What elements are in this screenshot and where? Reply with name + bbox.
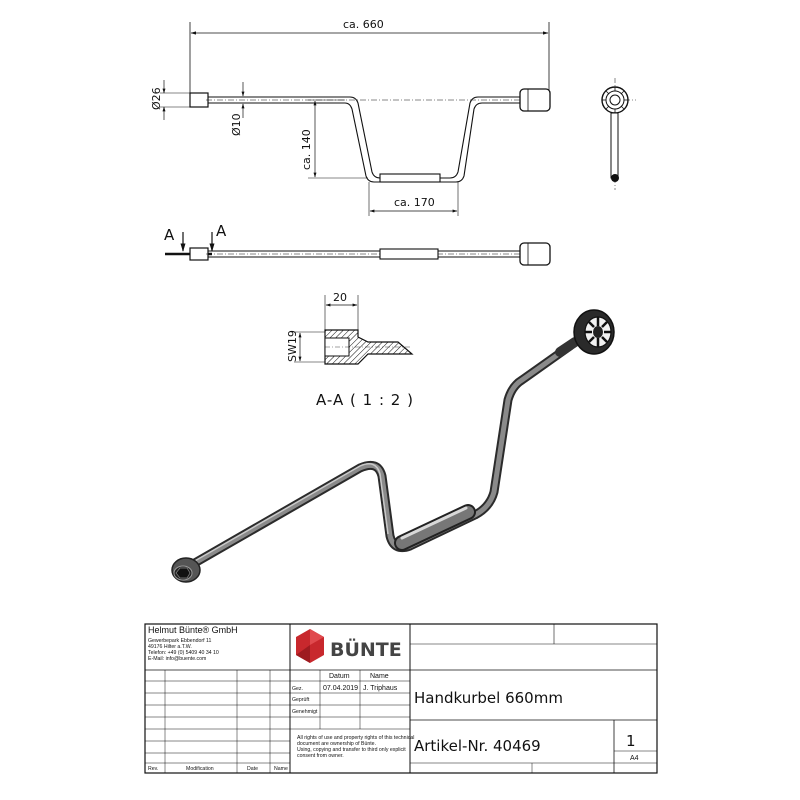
grip-sleeve (379, 173, 441, 183)
footer-name: Name (274, 766, 288, 772)
knob-render (555, 309, 615, 357)
row-genehmigt: Genehmigt (292, 709, 318, 715)
rights-line-4: consent from owner. (297, 753, 344, 759)
side-view (601, 78, 636, 190)
crank-render (171, 309, 615, 583)
rights-line-1: All rights of use and property rights of… (297, 735, 414, 741)
address-line-2: 49176 Hilter a.T.W. (148, 644, 192, 650)
section-view: 20 SW19 A-A ( 1 : 2 ) (286, 291, 414, 409)
section-marker-right: A (216, 222, 227, 240)
footer-date: Date (247, 766, 258, 772)
rights-line-3: Using, copying and transfer to third onl… (297, 747, 406, 753)
col-name: Name (370, 673, 389, 680)
title-block-text: Helmut Bünte® GmbH Gewerbepark Ebbendorf… (148, 625, 639, 772)
gez-name: J. Triphaus (363, 685, 398, 692)
part-title: Handkurbel 660mm (414, 689, 563, 707)
knob (519, 88, 551, 112)
dim-section-sw: SW19 (286, 330, 299, 362)
section-marker-left: A (164, 226, 175, 244)
address-line-3: Telefon: +49 (0) 5409 40 34 10 (148, 650, 219, 656)
dim-section-width: 20 (333, 291, 347, 304)
logo-text: BÜNTE (330, 637, 402, 661)
section-caption: A-A ( 1 : 2 ) (316, 391, 414, 409)
company-name: Helmut Bünte® GmbH (148, 625, 238, 635)
footer-rev: Rev. (148, 766, 158, 772)
address-line-4: E-Mail: info@buente.com (148, 656, 206, 662)
sheet-number: 1 (626, 732, 636, 750)
socket-render (171, 557, 201, 583)
article-number: Artikel-Nr. 40469 (414, 737, 541, 755)
top-view: A A (164, 222, 551, 266)
row-gez: Gez. (292, 686, 303, 692)
dim-rod-diameter: Ø10 (230, 113, 243, 136)
dim-grip-length: ca. 170 (394, 196, 435, 209)
row-geprueft: Geprüft (292, 697, 310, 703)
socket-end (189, 92, 209, 108)
rights-line-2: document are ownership of Bünte. (297, 741, 376, 747)
address-line-1: Gewerbepark Ebbendorf 11 (148, 638, 211, 644)
dim-offset: ca. 140 (300, 129, 313, 170)
paper-format: A4 (630, 755, 639, 762)
footer-modification: Modification (186, 766, 214, 772)
title-block (144, 623, 658, 774)
logo: BÜNTE (296, 629, 402, 663)
gez-date: 07.04.2019 (323, 685, 358, 692)
col-datum: Datum (329, 673, 350, 680)
dim-overall-length: ca. 660 (343, 18, 384, 31)
front-view: ca. 660 Ø26 Ø10 ca. 140 ca. 170 (150, 18, 551, 216)
dim-knob-diameter: Ø26 (150, 87, 163, 110)
